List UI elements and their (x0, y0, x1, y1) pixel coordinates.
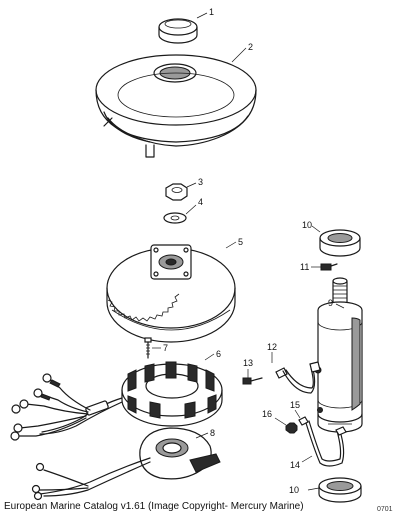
part-10-bushing-lower (318, 477, 362, 503)
callout-16: 16 (262, 409, 272, 419)
part-4-washer (163, 212, 187, 224)
part-14-ground-cable (305, 420, 347, 467)
part-7-bolt (144, 337, 152, 359)
callout-5: 5 (238, 237, 243, 247)
callout-10-upper: 10 (302, 220, 312, 230)
callout-14: 14 (290, 460, 300, 470)
callout-1: 1 (209, 7, 214, 17)
part-3-nut (165, 183, 188, 201)
callout-6: 6 (216, 349, 221, 359)
part-11-clip (320, 263, 338, 271)
callout-7: 7 (163, 343, 168, 353)
callout-3: 3 (198, 177, 203, 187)
image-caption: European Marine Catalog v1.61 (Image Cop… (4, 501, 304, 512)
callout-12: 12 (267, 342, 277, 352)
callout-4: 4 (198, 197, 203, 207)
callout-13: 13 (243, 358, 253, 368)
part-10-bushing-upper (319, 229, 361, 257)
part-5-flywheel (106, 244, 236, 343)
corner-part-number: 0701 (377, 506, 393, 513)
callout-2: 2 (248, 42, 253, 52)
callout-8: 8 (210, 428, 215, 438)
callout-9: 9 (328, 298, 333, 308)
part-9-starter-motor (314, 277, 363, 433)
callout-15: 15 (290, 400, 300, 410)
part-1-cap (158, 18, 198, 44)
part-6-stator (10, 361, 223, 441)
part-16-nut (285, 422, 298, 434)
callout-11: 11 (300, 262, 309, 272)
part-2-flywheel-cover (95, 54, 257, 158)
callout-10-lower: 10 (289, 485, 299, 495)
part-12-cable (275, 361, 321, 394)
part-13-screw (242, 377, 263, 385)
part-8-trigger (31, 427, 221, 501)
